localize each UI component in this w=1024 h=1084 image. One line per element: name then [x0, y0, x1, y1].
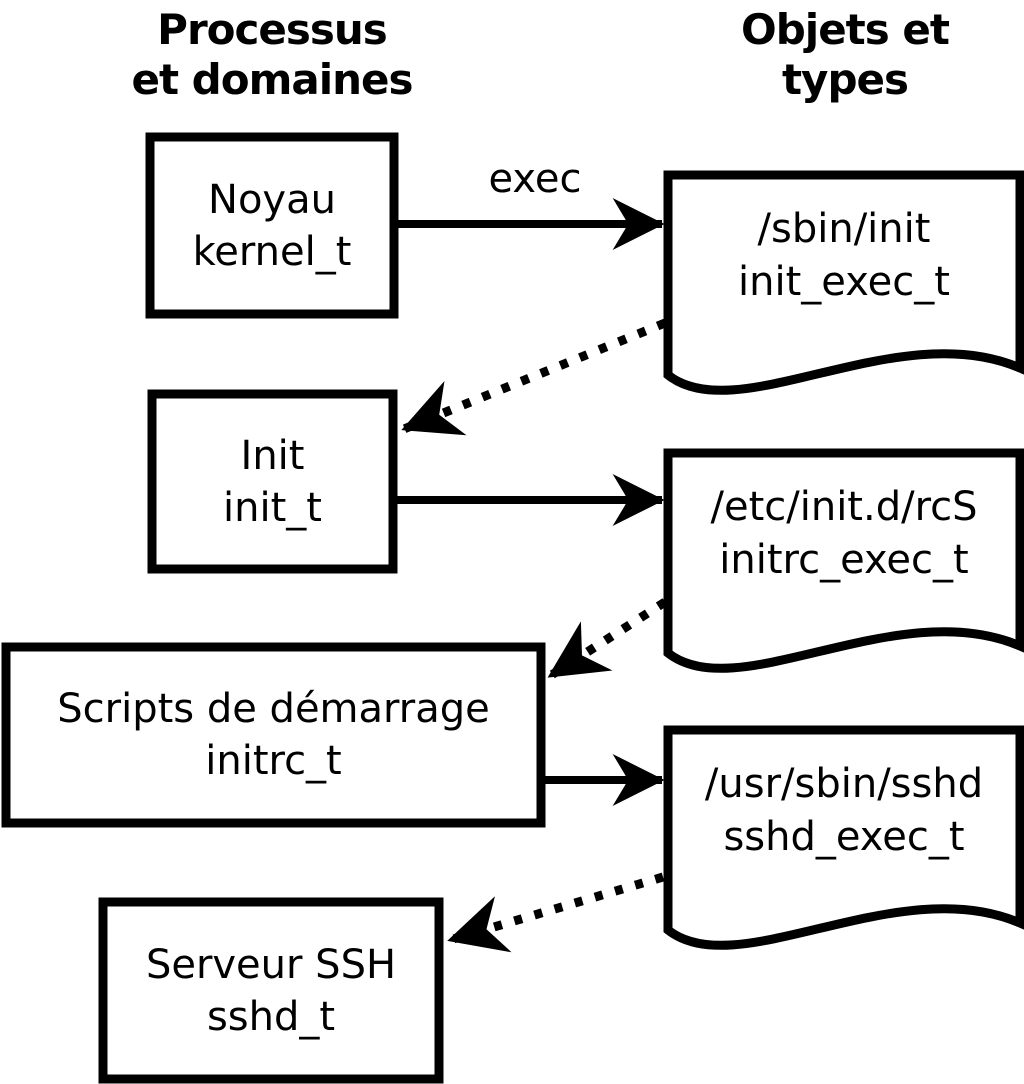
- left-column-header: Processus et domaines: [27, 5, 517, 105]
- process-name: Noyau: [208, 176, 336, 223]
- process-name: Scripts de démarrage: [57, 686, 490, 732]
- left-column-header-line2: et domaines: [131, 55, 414, 104]
- right-column-header-line1: Objets et: [741, 5, 950, 54]
- process-name: Serveur SSH: [145, 941, 397, 988]
- file-type: initrc_exec_t: [719, 537, 969, 583]
- file-object-etc-initd-rcs-label: /etc/init.d/rcS initrc_exec_t: [668, 453, 1020, 587]
- process-box-init-rect: [147, 389, 398, 574]
- process-box-initrc-rect: [1, 642, 546, 828]
- file-type: sshd_exec_t: [723, 814, 965, 860]
- process-domain-type: init_t: [223, 484, 322, 531]
- file-type: init_exec_t: [738, 259, 950, 305]
- right-column-header: Objets et types: [668, 5, 1022, 105]
- process-box-init-label: Init init_t: [148, 390, 397, 573]
- file-object-usr-sbin-sshd-label: /usr/sbin/sshd sshd_exec_t: [668, 730, 1020, 864]
- process-box-sshd-label: Serveur SSH sshd_t: [99, 898, 443, 1083]
- process-box-kernel-label: Noyau kernel_t: [146, 133, 398, 318]
- process-domain-type: kernel_t: [192, 228, 352, 275]
- process-name: Init: [240, 432, 305, 479]
- file-path: /usr/sbin/sshd: [704, 761, 984, 807]
- exec-arrow-label: exec: [488, 156, 582, 202]
- process-box-kernel-rect: [145, 132, 399, 319]
- transition-arrow-to-sshd-domain: [447, 872, 665, 953]
- transition-arrow-to-initrc-domain: [547, 598, 668, 680]
- file-object-sbin-init-label: /sbin/init init_exec_t: [668, 175, 1020, 309]
- process-domain-type: initrc_t: [205, 738, 342, 784]
- file-path: /sbin/init: [757, 206, 931, 252]
- transition-arrow-to-init-domain: [401, 318, 667, 436]
- process-domain-type: sshd_t: [206, 993, 336, 1040]
- left-column-header-line1: Processus: [157, 5, 388, 54]
- process-box-sshd-rect: [98, 897, 444, 1084]
- process-box-initrc-label: Scripts de démarrage initrc_t: [2, 643, 545, 827]
- file-path: /etc/init.d/rcS: [710, 484, 978, 530]
- right-column-header-line2: types: [781, 55, 909, 104]
